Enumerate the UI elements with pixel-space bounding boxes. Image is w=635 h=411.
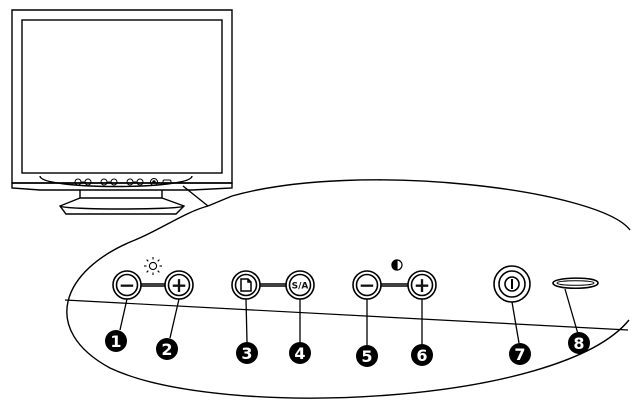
contrast-plus-label: +	[414, 273, 431, 297]
power-indicator-led	[552, 277, 599, 290]
callout-6: 6	[411, 344, 433, 366]
contrast-minus-label: −	[359, 273, 376, 297]
callout-2: 2	[156, 338, 178, 360]
brightness-plus-label: +	[171, 273, 188, 297]
monitor-lower-panel	[11, 182, 233, 191]
brightness-plus-button[interactable]: +	[164, 270, 194, 300]
callout-2-label: 2	[161, 340, 172, 359]
brightness-icon	[144, 257, 162, 275]
monitor	[11, 9, 233, 215]
callout-4: 4	[289, 342, 311, 364]
monitor-bezel	[11, 9, 233, 184]
leader-lines	[119, 288, 579, 345]
callout-4-label: 4	[294, 344, 305, 363]
contrast-plus-button[interactable]: +	[407, 270, 437, 300]
zoom-callout	[64, 179, 631, 399]
power-button[interactable]	[493, 265, 531, 303]
contrast-minus-button[interactable]: −	[352, 270, 382, 300]
monitor-control-strip	[39, 175, 193, 188]
callout-5: 5	[356, 345, 378, 367]
callout-1-label: 1	[110, 332, 121, 351]
select-adjust-button[interactable]: S/A	[285, 270, 315, 300]
panel-edge-line	[64, 299, 629, 331]
callout-6-label: 6	[416, 346, 427, 365]
monitor-stand-base	[58, 197, 186, 215]
monitor-screen	[21, 19, 223, 174]
brightness-minus-label: −	[119, 273, 136, 297]
callout-5-label: 5	[361, 347, 372, 366]
callout-8-label: 8	[573, 334, 584, 353]
brightness-minus-button[interactable]: −	[112, 270, 142, 300]
callout-3-label: 3	[241, 344, 252, 363]
callout-1: 1	[105, 330, 127, 352]
contrast-icon	[391, 259, 403, 271]
callout-8: 8	[568, 332, 590, 354]
zoom-ellipse	[66, 179, 631, 399]
callout-numbers: 1 2 3 4 5 6 7 8	[105, 330, 590, 367]
select-adjust-label: S/A	[292, 282, 309, 292]
callout-7-label: 7	[514, 345, 525, 364]
page-icon	[240, 278, 252, 292]
menu-button[interactable]	[231, 270, 261, 300]
monitor-mini-controls	[74, 178, 172, 186]
callout-3: 3	[236, 342, 258, 364]
callout-7: 7	[509, 343, 531, 365]
monitor-stand-neck	[79, 190, 163, 199]
power-icon	[504, 276, 520, 292]
